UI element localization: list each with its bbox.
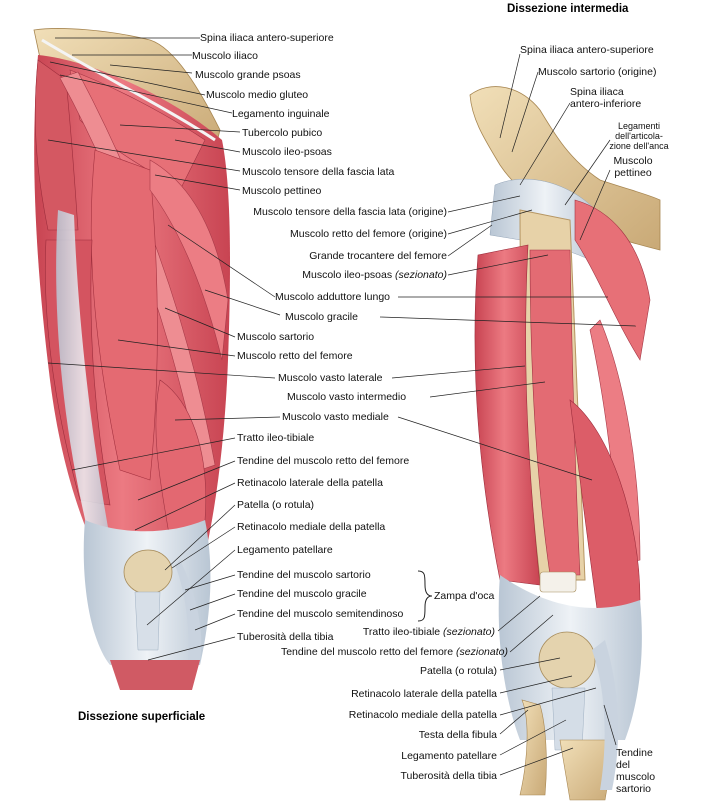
label-zampa-oca: Zampa d'oca bbox=[434, 590, 495, 602]
title-superficial-dissection: Dissezione superficiale bbox=[78, 711, 206, 723]
label-muscolo-vasto-mediale: Muscolo vasto mediale bbox=[282, 411, 389, 423]
patellar-ligament-left bbox=[134, 591, 161, 651]
label-muscolo-ileo-psoas-left: Muscolo ileo-psoas bbox=[242, 146, 332, 158]
vastus-intermedius-right bbox=[529, 249, 581, 576]
superficial-dissection-figure bbox=[33, 28, 230, 690]
rectus-tendon-stump-right bbox=[539, 571, 577, 593]
label-tendine-retto-sezionato: Tendine del muscolo retto del femore (se… bbox=[281, 646, 508, 658]
label-tendine-sartorio-right-line2: del bbox=[616, 759, 631, 771]
label-pettineo-right-line1: Muscolo bbox=[613, 155, 653, 167]
label-muscolo-medio-gluteo: Muscolo medio gluteo bbox=[206, 89, 309, 101]
label-legamento-inguinale: Legamento inguinale bbox=[232, 108, 330, 120]
label-tendine-retto-note: (sezionato) bbox=[456, 646, 508, 658]
pes-anserinus-left bbox=[175, 560, 202, 660]
label-muscolo-sartorio-left: Muscolo sartorio bbox=[237, 331, 315, 343]
label-retinacolo-mediale-left: Retinacolo mediale della patella bbox=[237, 521, 386, 533]
label-tendine-sartorio-right-line3: muscolo bbox=[616, 771, 656, 783]
label-muscolo-gracile: Muscolo gracile bbox=[285, 311, 358, 323]
label-legamento-patellare-left: Legamento patellare bbox=[237, 544, 333, 556]
label-spina-iliaca-ai-line2: antero-inferiore bbox=[570, 98, 642, 110]
label-muscolo-retto-femore-left: Muscolo retto del femore bbox=[237, 350, 353, 362]
label-muscolo-vasto-intermedio: Muscolo vasto intermedio bbox=[287, 391, 407, 403]
label-tubercolo-pubico: Tubercolo pubico bbox=[242, 127, 323, 139]
label-legamenti-line3: zione dell'anca bbox=[609, 141, 669, 151]
label-testa-fibula: Testa della fibula bbox=[418, 729, 497, 741]
label-retinacolo-laterale-right: Retinacolo laterale della patella bbox=[351, 688, 497, 700]
label-muscolo-adduttore-lungo: Muscolo adduttore lungo bbox=[275, 291, 390, 303]
sartorius-tendon-right bbox=[592, 640, 619, 790]
label-muscolo-pettineo-left: Muscolo pettineo bbox=[242, 185, 322, 197]
patella-right bbox=[538, 631, 596, 689]
label-spina-iliaca-left: Spina iliaca antero-superiore bbox=[200, 32, 334, 44]
label-ileo-psoas-main: Muscolo ileo-psoas bbox=[302, 269, 393, 281]
label-tendine-retto-left: Tendine del muscolo retto del femore bbox=[237, 455, 410, 467]
label-tuberosita-tibia-left: Tuberosità della tibia bbox=[237, 631, 334, 643]
label-patella-right: Patella (o rotula) bbox=[419, 665, 497, 677]
leg-left bbox=[110, 660, 200, 690]
adductor-right bbox=[574, 199, 651, 361]
label-tensore-origine: Muscolo tensore della fascia lata (origi… bbox=[253, 206, 447, 218]
adductor-left bbox=[149, 159, 229, 361]
label-tendine-sartorio-left: Tendine del muscolo sartorio bbox=[237, 569, 371, 581]
label-ileo-psoas-sezionato: Muscolo ileo-psoas (sezionato) bbox=[302, 269, 447, 281]
iliotibial-tract-left bbox=[56, 210, 112, 550]
fibula-head-right bbox=[519, 699, 547, 796]
pes-anserinus-brace bbox=[417, 570, 433, 622]
patella-left bbox=[123, 549, 173, 595]
label-legamenti-line1: Legamenti bbox=[617, 121, 661, 131]
label-retinacolo-mediale-right: Retinacolo mediale della patella bbox=[348, 709, 497, 721]
label-tendine-sartorio-right-line4: sartorio bbox=[616, 783, 652, 795]
inguinal-ligament-left bbox=[41, 38, 216, 142]
label-sartorio-origine: Muscolo sartorio (origine) bbox=[538, 66, 657, 78]
label-spina-iliaca-ai-line1: Spina iliaca bbox=[570, 86, 624, 98]
pelvis-right bbox=[469, 86, 661, 251]
label-muscolo-vasto-laterale: Muscolo vasto laterale bbox=[278, 372, 383, 384]
leader-lines bbox=[47, 37, 637, 776]
label-tratto-note: (sezionato) bbox=[443, 626, 495, 638]
label-tratto-sezionato: Tratto ileo-tibiale (sezionato) bbox=[363, 626, 495, 638]
label-muscolo-grande-psoas: Muscolo grande psoas bbox=[195, 69, 301, 81]
label-legamento-patellare-right: Legamento patellare bbox=[401, 750, 497, 762]
label-grande-trocantere: Grande trocantere del femore bbox=[309, 250, 447, 262]
label-spina-iliaca-as-right: Spina iliaca antero-superiore bbox=[520, 44, 654, 56]
label-pettineo-right-line2: pettineo bbox=[614, 167, 652, 179]
label-ileo-psoas-note: (sezionato) bbox=[395, 269, 447, 281]
label-legamenti-line2: dell'articola- bbox=[615, 131, 663, 141]
label-tratto-ileo-tibiale-left: Tratto ileo-tibiale bbox=[237, 432, 315, 444]
label-tendine-semitendinoso-left: Tendine del muscolo semitendinoso bbox=[237, 608, 404, 620]
label-tendine-gracile-left: Tendine del muscolo gracile bbox=[237, 588, 367, 600]
label-tendine-sartorio-right-line1: Tendine bbox=[616, 747, 653, 759]
label-muscolo-tensore-left: Muscolo tensore della fascia lata bbox=[242, 166, 395, 178]
label-tuberosita-right: Tuberosità della tibia bbox=[400, 770, 498, 782]
title-intermediate-dissection: Dissezione intermedia bbox=[507, 3, 629, 15]
label-tendine-retto-main: Tendine del muscolo retto del femore bbox=[280, 646, 454, 658]
label-retto-origine: Muscolo retto del femore (origine) bbox=[290, 228, 447, 240]
label-tratto-main: Tratto ileo-tibiale bbox=[362, 626, 441, 638]
intermediate-dissection-figure bbox=[469, 86, 661, 801]
label-retinacolo-laterale-left: Retinacolo laterale della patella bbox=[237, 477, 383, 489]
label-patella-left: Patella (o rotula) bbox=[237, 499, 315, 511]
label-muscolo-iliaco: Muscolo iliaco bbox=[192, 50, 258, 62]
